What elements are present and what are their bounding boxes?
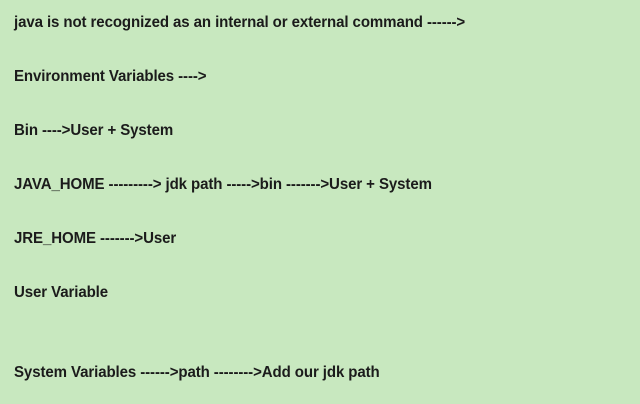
note-line-error-message: java is not recognized as an internal or… (14, 14, 466, 31)
note-line-bin-mapping: Bin ---->User + System (14, 122, 174, 139)
note-line-system-variables-path: System Variables ------>path -------->Ad… (14, 364, 380, 381)
note-line-java-home-mapping: JAVA_HOME ---------> jdk path ----->bin … (14, 176, 432, 193)
note-line-user-variable-heading: User Variable (14, 284, 109, 301)
note-line-environment-variables: Environment Variables ----> (14, 68, 207, 85)
note-line-jre-home-mapping: JRE_HOME ------->User (14, 230, 177, 247)
